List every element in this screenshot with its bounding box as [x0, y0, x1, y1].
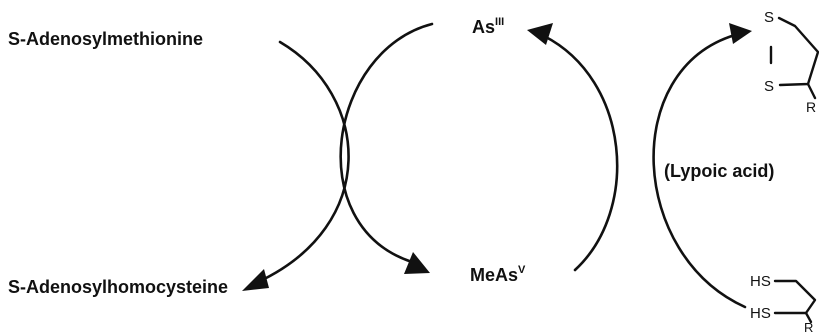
oxidized-lipoic-acid-structure: S S R — [764, 9, 819, 115]
disulfide-r-group: R — [806, 99, 816, 115]
dithiol-chain-bonds — [773, 279, 817, 315]
dithiol-thiol-bottom: HS — [750, 305, 771, 322]
disulfide-ring-bonds — [777, 16, 819, 87]
disulfide-sulfur-top: S — [764, 9, 774, 26]
dithiol-to-disulfide-arc — [652, 33, 747, 309]
sam-to-sah-arc — [256, 40, 350, 284]
arsenite-to-methylarsenate-arc — [339, 22, 434, 264]
lipoic-acid-label: (Lypoic acid) — [664, 161, 774, 181]
disulfide-side-chain-bond — [806, 82, 817, 100]
reduced-lipoic-acid-structure: HS HS R — [750, 273, 817, 333]
disulfide-sulfur-bottom: S — [764, 78, 774, 95]
arsenite-label: AsIII — [472, 16, 504, 37]
dithiol-r-group: R — [804, 320, 813, 333]
methylarsenate-label: MeAsV — [470, 264, 526, 285]
methylarsenate-arrowhead — [404, 252, 430, 274]
sah-arrowhead — [242, 269, 269, 291]
arsenite-oxidation-state: III — [495, 16, 504, 28]
disulfide-arrowhead — [729, 23, 752, 44]
arsenite-arrowhead — [527, 23, 553, 45]
sam-label: S-Adenosylmethionine — [8, 29, 203, 49]
methylarsenate-oxidation-state: V — [518, 264, 526, 276]
dithiol-side-chain-bond — [804, 311, 813, 324]
methylarsenate-to-arsenite-arc — [542, 34, 619, 272]
sah-label: S-Adenosylhomocysteine — [8, 277, 228, 297]
dithiol-thiol-top: HS — [750, 273, 771, 290]
